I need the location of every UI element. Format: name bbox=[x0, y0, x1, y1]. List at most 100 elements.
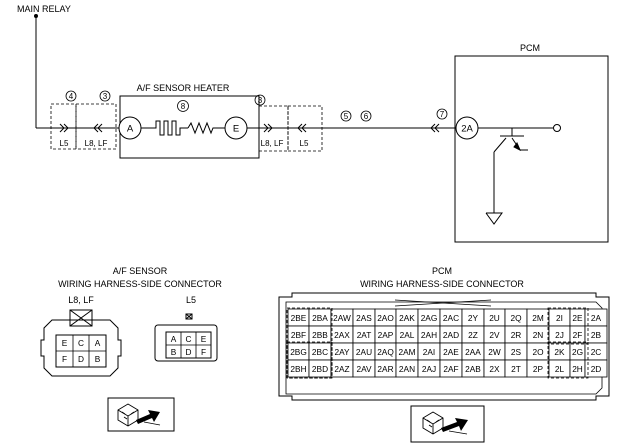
callout-7 bbox=[436, 108, 448, 120]
pcm-pin-label: 2AW bbox=[333, 313, 351, 323]
pcm-pin-label: 2P bbox=[533, 364, 544, 374]
pcm-pin-label: 2M bbox=[532, 313, 544, 323]
pcm-pin-label: 2O bbox=[532, 347, 544, 357]
pcm-pin-group-outline bbox=[286, 341, 333, 379]
callout-7-number: 7 bbox=[440, 110, 445, 119]
callout-5 bbox=[340, 110, 352, 122]
pcm-pin-label: 2X bbox=[489, 364, 500, 374]
pcm-pin-label: 2T bbox=[511, 364, 521, 374]
af-l5-pin-grid: A C E B D F bbox=[171, 334, 207, 357]
pcm-pin-label: 2AV bbox=[356, 364, 372, 374]
pcm-pin-label: 2F bbox=[573, 330, 583, 340]
pcm-pin-group-outline bbox=[547, 307, 589, 345]
af-l8lf-pin: A bbox=[95, 338, 101, 348]
view-direction-icon-pcm bbox=[410, 405, 485, 443]
pcm-pin-label: 2AB bbox=[465, 364, 481, 374]
pcm-pin-label: 2AD bbox=[443, 330, 459, 340]
pcm-pin-label: 2AX bbox=[334, 330, 350, 340]
callout-3-left bbox=[99, 90, 111, 102]
view-direction-icon bbox=[107, 397, 175, 432]
af-connector-variant-l8lf: L8, LF bbox=[68, 295, 94, 305]
pcm-pin-label: 2G bbox=[572, 347, 583, 357]
af-connector-subtitle: WIRING HARNESS-SIDE CONNECTOR bbox=[58, 279, 222, 289]
af-l5-pin: E bbox=[201, 334, 207, 344]
variant-label-l8lf-right: L8, LF bbox=[261, 139, 284, 148]
terminal-chevrons-left bbox=[59, 123, 103, 133]
pcm-pin-label: 2AU bbox=[356, 347, 372, 357]
callout-5-number: 5 bbox=[344, 112, 349, 121]
pcm-pin-label: 2BC bbox=[312, 347, 328, 357]
pcm-pin-label: 2AK bbox=[399, 313, 415, 323]
pcm-pin-label: 2S bbox=[511, 347, 522, 357]
pcm-pin-label: 2AJ bbox=[422, 364, 436, 374]
connector-l8lf-left-box bbox=[75, 103, 117, 150]
pcm-transistor-circuit bbox=[478, 124, 561, 225]
pcm-pin-label: 2AR bbox=[377, 364, 393, 374]
pcm-pin-label: 2BH bbox=[290, 364, 306, 374]
pcm-box bbox=[454, 55, 609, 243]
pcm-pin-label: 2AN bbox=[399, 364, 415, 374]
af-l8lf-pin: B bbox=[95, 354, 101, 364]
pcm-pin-label: 2BE bbox=[291, 313, 307, 323]
pcm-pin-label: 2U bbox=[489, 313, 500, 323]
pcm-pin-cell bbox=[584, 359, 608, 378]
pcm-pin-label: 2AL bbox=[400, 330, 415, 340]
pcm-pin-label: 2AC bbox=[443, 313, 459, 323]
pcm-pin-label: 2AT bbox=[357, 330, 372, 340]
pcm-pin-label: 2L bbox=[555, 364, 565, 374]
variant-label-l8lf-left: L8, LF bbox=[85, 139, 108, 148]
terminal-e-label: E bbox=[233, 124, 239, 135]
pcm-pin-label: 2J bbox=[555, 330, 564, 340]
pcm-pin-label: 2AF bbox=[443, 364, 458, 374]
heater-element-symbol bbox=[141, 120, 188, 136]
pcm-pin-label: 2W bbox=[488, 347, 501, 357]
terminal-2a-label: 2A bbox=[461, 124, 473, 135]
main-relay-label: MAIN RELAY bbox=[17, 4, 71, 14]
pcm-connector-subtitle: WIRING HARNESS-SIDE CONNECTOR bbox=[360, 279, 524, 289]
pcm-pin-label: 2AG bbox=[421, 313, 438, 323]
af-connector-variant-l5: L5 bbox=[186, 295, 196, 305]
callout-6-number: 6 bbox=[364, 112, 369, 121]
pcm-title: PCM bbox=[520, 43, 540, 53]
af-l8lf-pin: C bbox=[78, 338, 84, 348]
pcm-pin-label: 2D bbox=[591, 364, 602, 374]
pcm-pin-label: 2BG bbox=[290, 347, 307, 357]
pcm-pin-label: 2AA bbox=[465, 347, 481, 357]
callout-3-left-number: 3 bbox=[103, 92, 108, 101]
pcm-pin-label: 2AZ bbox=[334, 364, 349, 374]
pcm-pin-label: 2AP bbox=[378, 330, 394, 340]
heater-resistor-symbol bbox=[187, 121, 225, 135]
pcm-pin-label: 2B bbox=[591, 330, 602, 340]
pcm-pin-label: 2K bbox=[554, 347, 565, 357]
af-l5-pin: C bbox=[186, 334, 192, 344]
pcm-connector-body bbox=[278, 292, 610, 401]
pcm-pin-grid: 2BE 2BA 2AW 2AS 2AO 2AK 2AG 2AC 2Y 2U 2Q 2M 2I 2E 2A 2B… bbox=[286, 307, 608, 379]
pcm-pin-label: 2E bbox=[572, 313, 583, 323]
pcm-pin-label: 2Y bbox=[468, 313, 479, 323]
pcm-pin-label: 2I bbox=[556, 313, 563, 323]
heater-title: A/F SENSOR HEATER bbox=[137, 83, 230, 93]
pcm-pin-label: 2Z bbox=[468, 330, 478, 340]
callout-4 bbox=[65, 90, 77, 102]
pcm-pin-label: 2R bbox=[511, 330, 522, 340]
pcm-pin-label: 2Q bbox=[510, 313, 522, 323]
callout-8-number: 8 bbox=[181, 102, 186, 111]
pcm-pin-label: 2AI bbox=[423, 347, 435, 357]
af-l8lf-pin: F bbox=[62, 354, 67, 364]
pcm-pin-label: 2AS bbox=[356, 313, 372, 323]
callout-3-right-number: 3 bbox=[258, 96, 263, 105]
pcm-pin-label: 2AO bbox=[377, 313, 394, 323]
callout-8 bbox=[177, 100, 189, 112]
pcm-pin-label: 2A bbox=[591, 313, 602, 323]
af-connector-l5 bbox=[154, 313, 218, 362]
af-l8lf-pin: D bbox=[78, 354, 84, 364]
pcm-pin-label: 2H bbox=[572, 364, 583, 374]
pcm-connector-title: PCM bbox=[432, 266, 452, 276]
terminal-chevrons-right bbox=[263, 123, 440, 133]
af-l8lf-pin-grid: E C A F D B bbox=[56, 335, 106, 367]
main-relay-junction bbox=[34, 14, 38, 18]
pcm-pin-label: 2BA bbox=[312, 313, 328, 323]
af-l5-pin: A bbox=[171, 334, 177, 344]
pcm-pin-label: 2N bbox=[533, 330, 544, 340]
af-l5-pin: B bbox=[171, 347, 177, 357]
